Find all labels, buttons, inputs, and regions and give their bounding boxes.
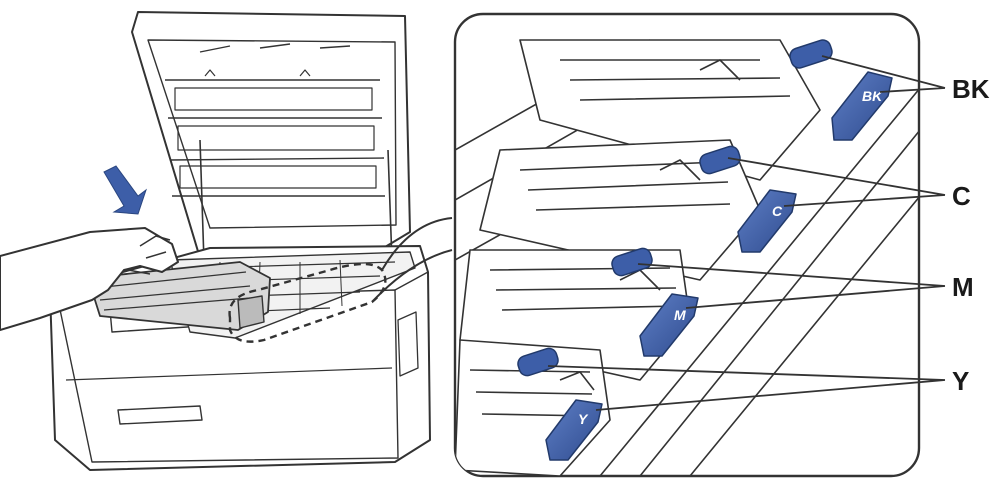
roller-knobs	[517, 39, 833, 377]
inset-connector	[371, 217, 453, 303]
tab-c	[737, 189, 797, 253]
tab-c-label: C	[772, 203, 783, 219]
magnified-inset: BK C M Y	[453, 12, 921, 478]
tab-bk	[831, 71, 893, 141]
callout-bk: BK	[952, 74, 990, 104]
drum-cartridges	[455, 39, 821, 476]
callout-m: M	[952, 272, 974, 302]
leader-lines	[547, 55, 946, 411]
color-tabs	[545, 71, 893, 461]
printer-top-cover	[131, 11, 411, 263]
tab-y	[545, 399, 603, 461]
push-down-arrow-icon	[103, 165, 147, 215]
tab-m-label: M	[674, 307, 686, 323]
drum-unit	[87, 261, 271, 331]
tab-m	[639, 293, 699, 357]
callout-y: Y	[952, 366, 970, 396]
hand	[0, 227, 179, 331]
printer	[49, 11, 431, 471]
callout-c: C	[952, 181, 971, 211]
tab-y-label: Y	[578, 411, 589, 427]
tab-bk-label: BK	[862, 88, 883, 104]
magnified-region-outline	[228, 262, 387, 343]
